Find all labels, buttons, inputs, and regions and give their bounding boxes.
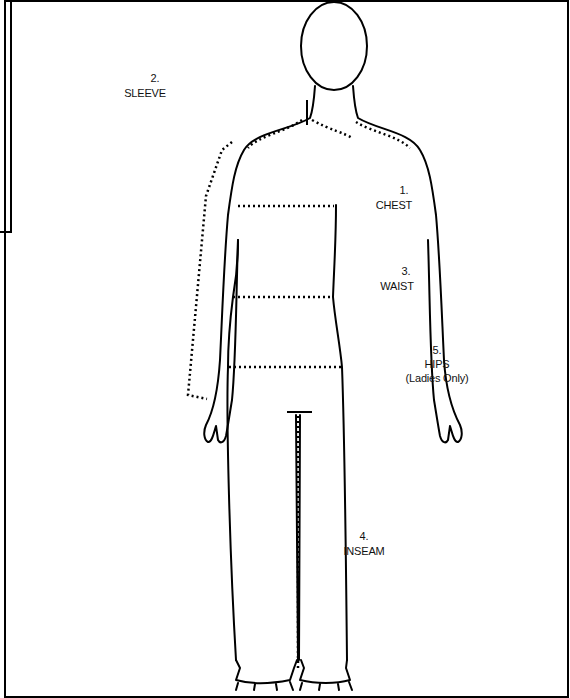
callout-number: 1.	[400, 184, 409, 197]
measure-lines	[188, 100, 410, 668]
measure-note: (Ladies Only)	[406, 372, 469, 385]
body-outline	[204, 2, 461, 690]
measure-label: SLEEVE	[124, 87, 166, 100]
callout-number: 5.	[433, 344, 442, 357]
measure-label: INSEAM	[344, 545, 385, 558]
callout-number: 4.	[360, 530, 369, 543]
frame-border	[5, 1, 568, 697]
callout-number: 2.	[151, 72, 160, 85]
callout-number: 3.	[402, 265, 411, 278]
corner-box	[0, 0, 11, 232]
measure-label: HIPS	[425, 358, 450, 371]
measure-label: CHEST	[376, 199, 412, 212]
measure-label: WAIST	[380, 280, 413, 293]
